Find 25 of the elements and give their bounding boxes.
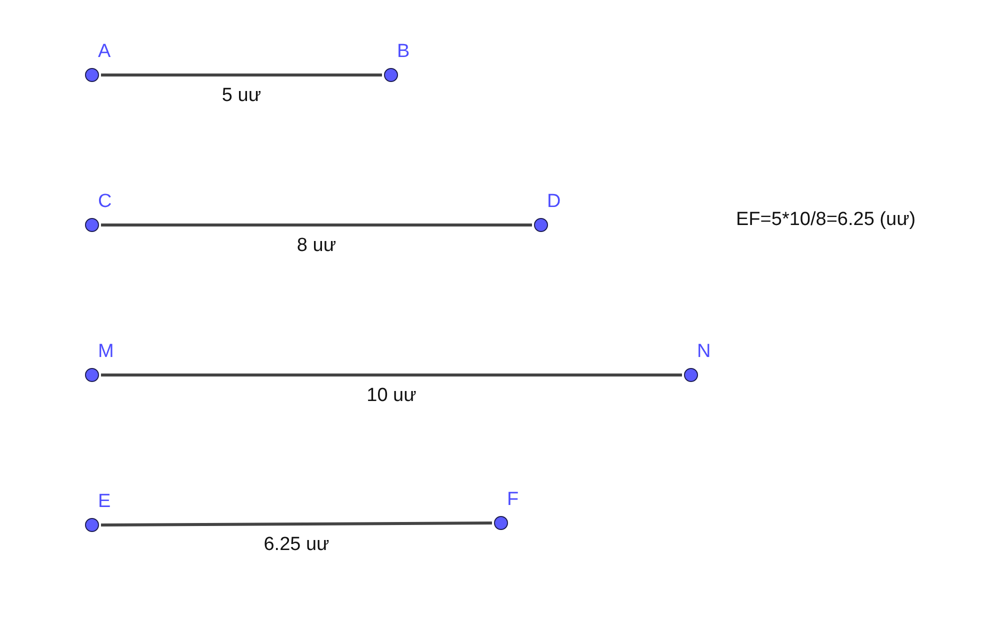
line-segment xyxy=(101,74,382,76)
point-marker xyxy=(534,218,548,232)
point-marker xyxy=(494,516,508,530)
point-label: N xyxy=(697,341,711,363)
line-segment xyxy=(101,522,492,526)
point-label: M xyxy=(98,341,114,363)
point-marker xyxy=(84,368,98,382)
point-marker xyxy=(84,218,98,232)
point-label: C xyxy=(98,191,112,213)
point-label: A xyxy=(98,41,111,63)
edge-label: 6.25 uư xyxy=(264,534,330,556)
point-marker xyxy=(84,518,98,532)
edge-label: 8 uư xyxy=(296,235,336,257)
line-segment xyxy=(101,374,682,376)
point-label: F xyxy=(507,489,519,511)
line-segment xyxy=(101,224,532,226)
point-marker xyxy=(384,68,398,82)
edge-label: 5 uư xyxy=(222,85,262,107)
point-label: D xyxy=(547,191,561,213)
point-marker xyxy=(84,68,98,82)
edge-label: 10 uư xyxy=(366,385,416,407)
point-label: E xyxy=(98,491,111,513)
formula-text: EF=5*10/8=6.25 (uư) xyxy=(736,209,916,231)
point-label: B xyxy=(397,41,410,63)
point-marker xyxy=(684,368,698,382)
